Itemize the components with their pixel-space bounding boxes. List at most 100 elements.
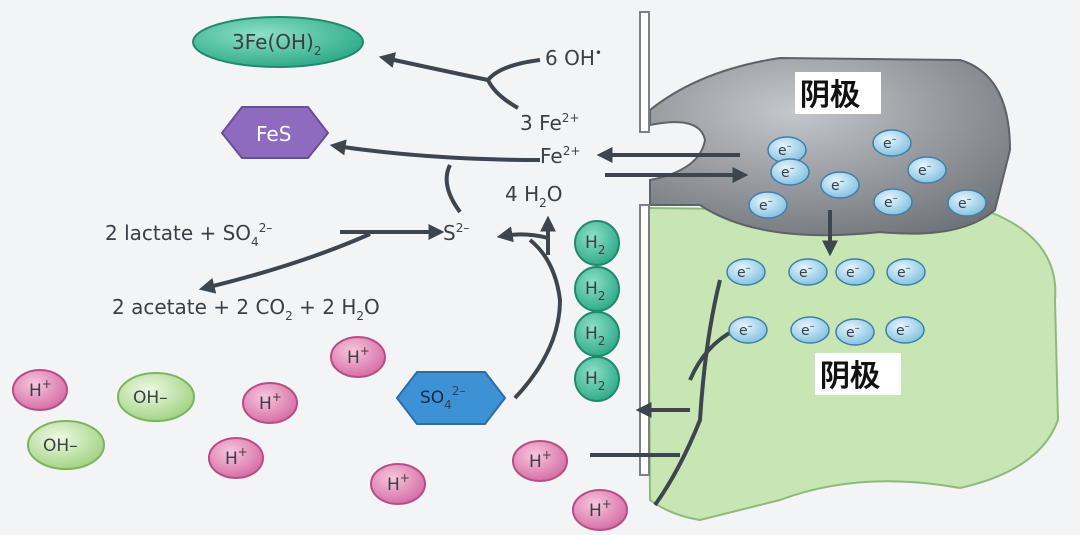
svg-text:H+: H+ [387, 471, 410, 495]
svg-text:Fe2+: Fe2+ [540, 144, 580, 168]
h2-molecule: H2 [574, 356, 620, 402]
arrow-to-feoh [378, 52, 489, 82]
fe-sup: 2+ [563, 144, 581, 158]
electron: e– [886, 258, 926, 286]
oh6-sup: • [595, 46, 602, 60]
electron: e– [788, 258, 828, 286]
arrow-fe3-branch [486, 79, 519, 110]
arrow-to-acetate [198, 232, 371, 294]
h2-molecule: H2 [574, 311, 620, 357]
svg-text:e–: e– [846, 263, 860, 281]
fe3-label: 3 Fe [520, 111, 562, 135]
arrow-electron-path-1 [653, 279, 722, 507]
svg-text:H2: H2 [585, 324, 605, 348]
svg-text:3 Fe2+: 3 Fe2+ [520, 111, 580, 135]
cathode-bottom-label: 阴极 [820, 359, 880, 394]
feoh-ellipse: 3Fe(OH)2 [192, 16, 364, 68]
hplus-ion: H+ [208, 437, 264, 479]
arrow-to-fes [329, 139, 541, 162]
svg-text:S2–: S2– [443, 221, 469, 245]
svg-text:e–: e– [896, 321, 910, 339]
acetate-label-b: + 2 H [293, 295, 357, 319]
lactate-sup: 2– [259, 221, 273, 235]
oh6-label: 6 OH [545, 46, 595, 70]
cathode-top-block [649, 56, 1012, 237]
electron: e– [872, 129, 912, 157]
svg-text:e–: e– [831, 176, 845, 194]
cathode-top-label-bg [795, 72, 881, 114]
fe3-sup: 2+ [562, 111, 580, 125]
hplus-ion: H+ [370, 463, 426, 505]
svg-text:e–: e– [739, 321, 753, 339]
so4-label: SO [420, 388, 444, 408]
so4-hexagon: SO42– [395, 371, 507, 425]
svg-text:H+: H+ [29, 377, 52, 401]
svg-text:e–: e– [884, 193, 898, 211]
h2-molecule: H2 [574, 220, 620, 266]
acetate-sub2: 2 [356, 309, 364, 323]
lactate-label: 2 lactate + SO [105, 221, 251, 245]
arrow-s-to-fes [444, 164, 462, 214]
electron: e– [790, 316, 830, 344]
feoh-sub: 2 [314, 44, 322, 58]
svg-text:4 H2O: 4 H2O [505, 182, 563, 210]
electron: e– [907, 156, 947, 184]
cathode-bottom-label-bg [815, 353, 901, 395]
svg-text:OH–: OH– [133, 388, 168, 408]
fes-hexagon: FeS [220, 106, 330, 159]
hplus-ion: H+ [512, 440, 568, 482]
electrons: e–e–e–e–e–e–e–e–e–e–e–e–e–e–e–e– [726, 129, 987, 346]
svg-text:H+: H+ [529, 448, 552, 472]
svg-text:H2: H2 [585, 369, 605, 393]
electron: e– [873, 188, 913, 216]
electron: e– [770, 158, 810, 186]
svg-text:H+: H+ [347, 344, 370, 368]
ohminus-ions: OH– OH– [27, 372, 195, 470]
acetate-label-a: 2 acetate + 2 CO [112, 295, 285, 319]
electron: e– [726, 258, 766, 286]
electron: e– [947, 189, 987, 217]
so4-sub: 4 [444, 398, 452, 412]
hplus-ion: H+ [12, 369, 68, 411]
acetate-sub1: 2 [285, 309, 293, 323]
interface-bar-bottom [639, 204, 650, 476]
lactate-sub: 4 [251, 235, 259, 249]
arrow-so4-curve [513, 238, 563, 400]
electron: e– [835, 318, 875, 346]
svg-text:H2: H2 [585, 233, 605, 257]
ohminus-ion: OH– [27, 420, 105, 470]
ohminus-ion: OH– [117, 372, 195, 422]
h2o-label-b: O [547, 182, 563, 206]
electron: e– [748, 191, 788, 219]
arrow-to-s-from-h2 [496, 226, 549, 243]
s-sup: 2– [456, 221, 470, 235]
svg-text:2 acetate + 2 CO2 + 2 H2O: 2 acetate + 2 CO2 + 2 H2O [112, 295, 380, 323]
electron: e– [885, 316, 925, 344]
so4-sup: 2– [452, 384, 466, 398]
acetate-label-c: O [364, 295, 380, 319]
svg-text:e–: e– [778, 141, 792, 159]
h2o-sub: 2 [539, 196, 547, 210]
svg-text:e–: e– [883, 134, 897, 152]
svg-text:6 OH•: 6 OH• [545, 46, 602, 70]
hplus-ion: H+ [330, 336, 386, 378]
svg-text:H+: H+ [225, 445, 248, 469]
h2-molecule: H2 [574, 266, 620, 312]
svg-text:e–: e– [737, 263, 751, 281]
svg-text:e–: e– [759, 196, 773, 214]
feoh-label: 3Fe(OH) [232, 30, 314, 54]
fes-label: FeS [256, 122, 291, 146]
h2o-label-a: 4 H [505, 182, 539, 206]
svg-text:e–: e– [897, 263, 911, 281]
electron: e– [728, 316, 768, 344]
electron: e– [835, 258, 875, 286]
fe-label: Fe [540, 144, 563, 168]
s-label: S [443, 221, 456, 245]
svg-text:H2: H2 [585, 279, 605, 303]
electron: e– [820, 171, 860, 199]
svg-text:OH–: OH– [43, 436, 78, 456]
svg-text:2 lactate + SO42–: 2 lactate + SO42– [105, 221, 272, 249]
hplus-ion: H+ [242, 382, 298, 424]
